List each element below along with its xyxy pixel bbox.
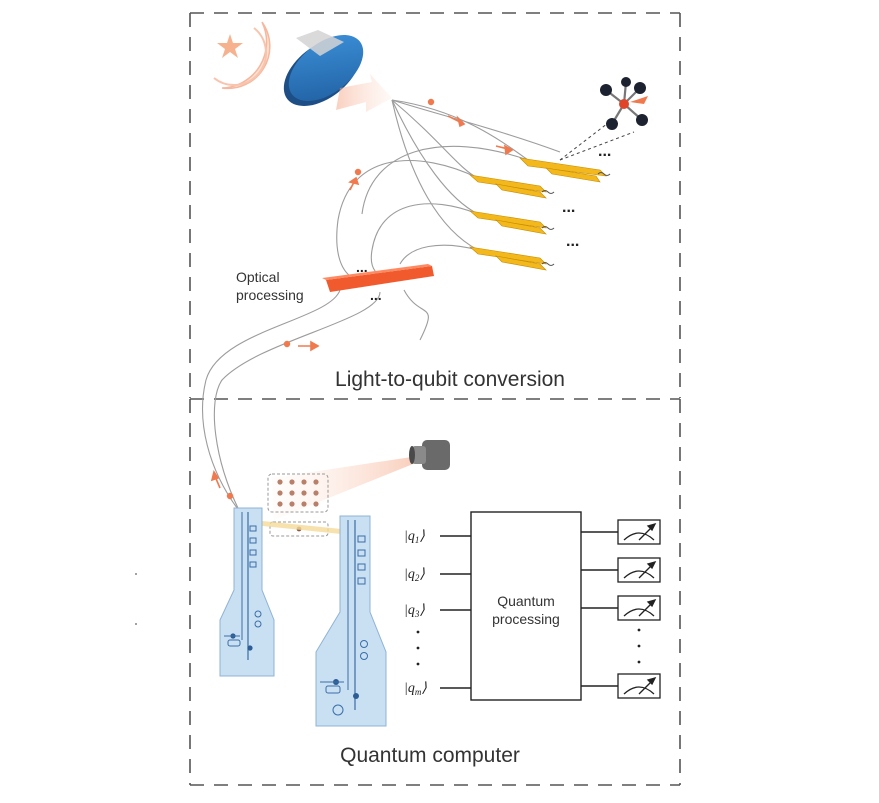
qubit-chip-2 [469, 174, 555, 199]
objective-lens-icon [409, 440, 450, 470]
meter-icon [617, 595, 661, 621]
molecule-icon [559, 77, 648, 161]
qubit-vertical-ellipsis [416, 630, 420, 666]
qubit-input-lines [440, 535, 471, 689]
superconducting-device-2 [315, 515, 387, 727]
optical-processing-label-line1: Optical [236, 269, 280, 285]
measurement-output-lines [581, 531, 618, 687]
meter-vertical-ellipsis [637, 628, 641, 664]
meter-icon [617, 673, 661, 699]
meter-icon [617, 557, 661, 583]
optical-processing-waveguide [322, 264, 434, 292]
mirror-icon [283, 30, 364, 106]
top-section-title: Light-to-qubit conversion [335, 368, 565, 391]
optical-processing-label-line2: processing [236, 287, 304, 303]
interconnect-beam [247, 519, 347, 535]
bottom-section-frame [189, 399, 681, 786]
bottom-section-title: Quantum computer [340, 744, 520, 767]
qubit-chip-4 [469, 246, 555, 271]
waveguide-ellipsis-bottom: ... [370, 287, 382, 303]
top-section-frame [189, 12, 681, 398]
photon-arrows [210, 98, 514, 500]
qubit-label-m: |qm⟩ [404, 681, 427, 697]
fiber-bundle [202, 99, 561, 521]
incoming-light-beam [336, 74, 392, 112]
quantum-processing-label-line2: processing [492, 611, 560, 627]
waveguide-ellipsis-top: ... [356, 259, 368, 275]
meter-icon [617, 519, 661, 545]
chip-ellipsis-2: ... [562, 199, 575, 216]
qubit-label-2: |q2⟩ [404, 567, 425, 583]
superconducting-device-1 [219, 507, 275, 677]
imaging-light-cone [272, 456, 418, 520]
chip-ellipsis-3: ... [566, 233, 579, 250]
chip-ellipsis-1: ... [598, 143, 611, 160]
qubit-chip-1 [519, 157, 611, 183]
quantum-processing-label-line1: Quantum [497, 593, 555, 609]
qubit-label-1: |q1⟩ [404, 529, 425, 545]
qubit-chip-3 [469, 210, 555, 235]
qubit-label-3: |q3⟩ [404, 603, 425, 619]
sun-moon-icon [213, 21, 271, 90]
quantum-processing-box [470, 511, 582, 701]
